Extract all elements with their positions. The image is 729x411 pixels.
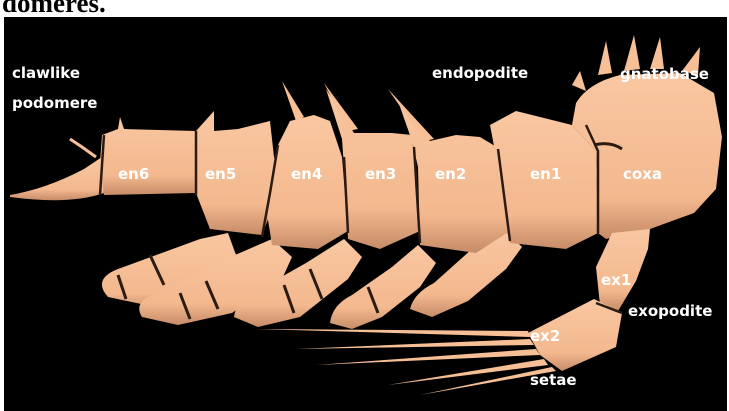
label-en2: en2 bbox=[435, 165, 466, 183]
label-clawlike: clawlike bbox=[12, 64, 80, 82]
label-en5: en5 bbox=[205, 165, 236, 183]
label-podomere: podomere bbox=[12, 94, 97, 112]
label-ex2: ex2 bbox=[530, 327, 560, 345]
label-en3: en3 bbox=[365, 165, 396, 183]
label-endopodite: endopodite bbox=[432, 64, 528, 82]
label-exopodite: exopodite bbox=[628, 302, 712, 320]
label-coxa: coxa bbox=[623, 165, 662, 183]
label-ex1: ex1 bbox=[601, 271, 631, 289]
label-en4: en4 bbox=[291, 165, 322, 183]
label-setae: setae bbox=[530, 371, 577, 389]
label-en1: en1 bbox=[530, 165, 561, 183]
label-en6: en6 bbox=[118, 165, 149, 183]
label-gnatobase: gnatobase bbox=[620, 65, 709, 83]
limb-diagram: clawlike podomere endopodite gnatobase e… bbox=[0, 17, 729, 411]
diagram-panel: clawlike podomere endopodite gnatobase e… bbox=[0, 17, 729, 411]
